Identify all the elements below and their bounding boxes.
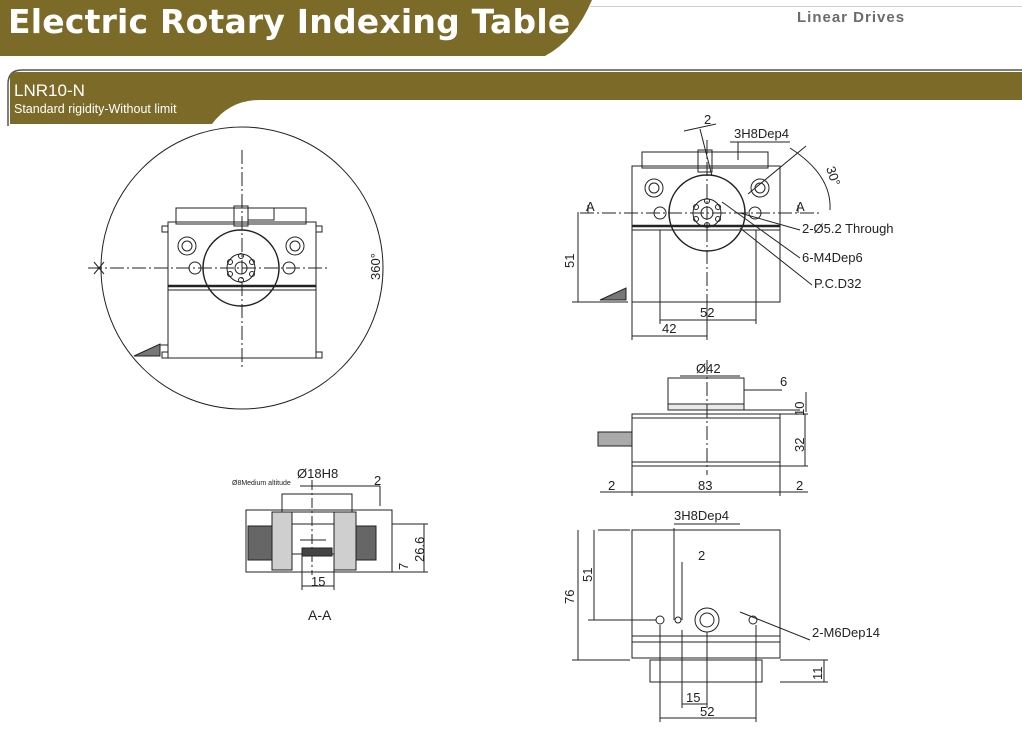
tapped-holes-label: 6-M4Dep6 [802, 250, 863, 265]
hole-3h8-bottom: 3H8Dep4 [674, 508, 729, 523]
dim-6-front: 6 [780, 374, 787, 389]
tapped-m6-label: 2-M6Dep14 [812, 625, 880, 640]
dim-11-bottom: 11 [810, 667, 825, 681]
dim-15-section: 15 [311, 574, 325, 589]
rotation-view [88, 126, 384, 410]
dim-52-bottom: 52 [700, 704, 714, 719]
dia-42-label: Ø42 [696, 361, 721, 376]
dim-2-bottom: 2 [698, 548, 705, 563]
bottom-view [572, 523, 828, 722]
hole-3h8-label: 3H8Dep4 [734, 126, 789, 141]
dim-76-bottom: 76 [562, 590, 577, 604]
dim-2-front-left: 2 [608, 478, 615, 493]
angle-30-label: 30° [823, 164, 843, 187]
pcd-label: P.C.D32 [814, 276, 861, 291]
dim-51-top: 51 [562, 254, 577, 268]
section-a-right: A [796, 199, 805, 214]
dim-2-top: 2 [704, 112, 711, 127]
dim-42-top: 42 [662, 321, 676, 336]
section-a-left: A [586, 199, 595, 214]
dim-7-section: 7 [396, 563, 411, 570]
dim-15-bottom: 15 [686, 690, 700, 705]
section-view [245, 480, 428, 590]
brand-divider [590, 6, 1022, 7]
angle-label-360: 360° [368, 253, 383, 280]
section-aa-label: A-A [308, 607, 332, 623]
model-subtitle: Standard rigidity-Without limit [14, 102, 177, 116]
dia-18h8-label: Ø18H8 [297, 466, 338, 481]
dim-2-front-right: 2 [796, 478, 803, 493]
dim-10-front: 10 [792, 402, 807, 416]
dim-32-front: 32 [792, 438, 807, 452]
through-holes-label: 2-Ø5.2 Through [802, 221, 894, 236]
front-view [597, 360, 808, 496]
dim-83-front: 83 [698, 478, 712, 493]
section-header-bar [7, 69, 1022, 126]
dim-51-bottom: 51 [580, 568, 595, 582]
model-code: LNR10-N [14, 81, 85, 100]
title-banner [0, 0, 592, 56]
dim-2-section: 2 [374, 473, 381, 488]
brand-label: Linear Drives [797, 9, 906, 26]
page-title: Electric Rotary Indexing Table [8, 2, 571, 41]
medium-altitude-label: Ø8Medium altitude [232, 480, 291, 487]
dim-26-6-section: 26.6 [412, 537, 427, 562]
top-view [572, 123, 831, 340]
dim-52-top: 52 [700, 305, 714, 320]
